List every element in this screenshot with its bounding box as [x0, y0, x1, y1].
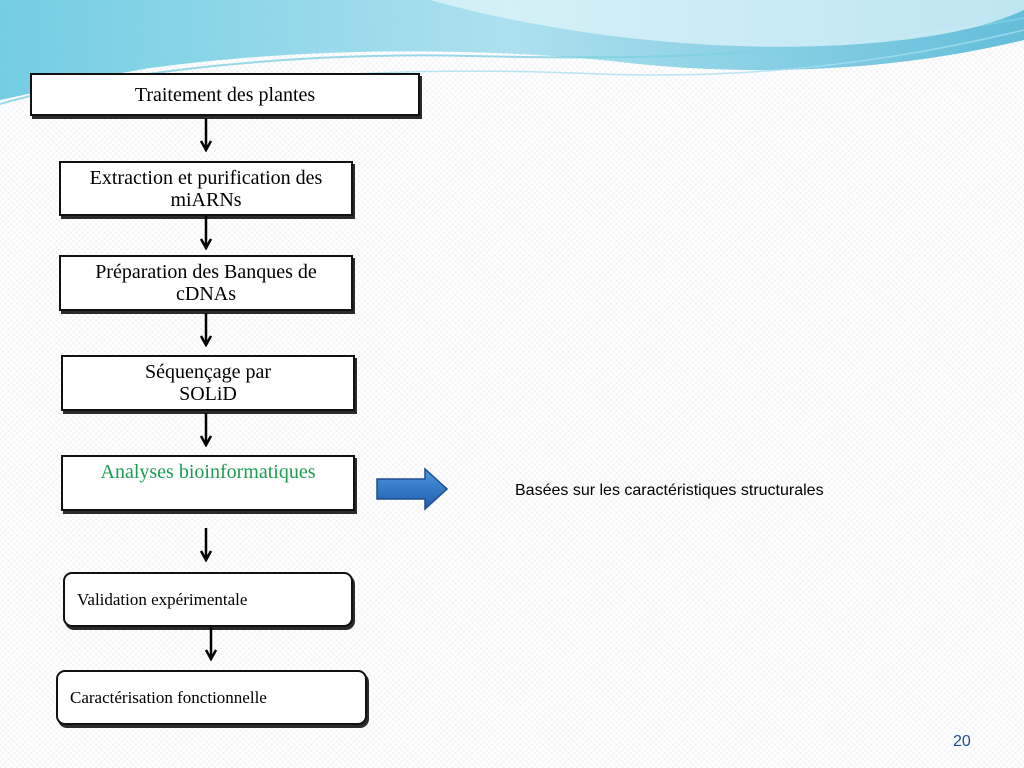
step-analyses-bioinformatiques: Analyses bioinformatiques [61, 455, 355, 511]
annotation-text: Basées sur les caractéristiques structur… [515, 482, 824, 499]
step-validation-experimentale: Validation expérimentale [63, 572, 353, 627]
step-caracterisation-fonctionnelle: Caractérisation fonctionnelle [56, 670, 367, 725]
page-number: 20 [953, 733, 971, 750]
step-traitement-des-plantes: Traitement des plantes [30, 73, 420, 116]
flow-arrow-3 [200, 313, 212, 347]
step-preparation-banques: Préparation des Banques de cDNAs [59, 255, 353, 311]
flow-arrow-5 [200, 528, 212, 562]
step-extraction-purification: Extraction et purification des miARNs [59, 161, 353, 216]
block-arrow-right [376, 467, 449, 511]
flow-arrow-6 [205, 627, 217, 661]
flow-arrow-1 [200, 118, 212, 152]
step-sequencage-solid: Séquençage par SOLiD [61, 355, 355, 411]
flow-arrow-4 [200, 413, 212, 447]
flow-arrow-2 [200, 216, 212, 250]
